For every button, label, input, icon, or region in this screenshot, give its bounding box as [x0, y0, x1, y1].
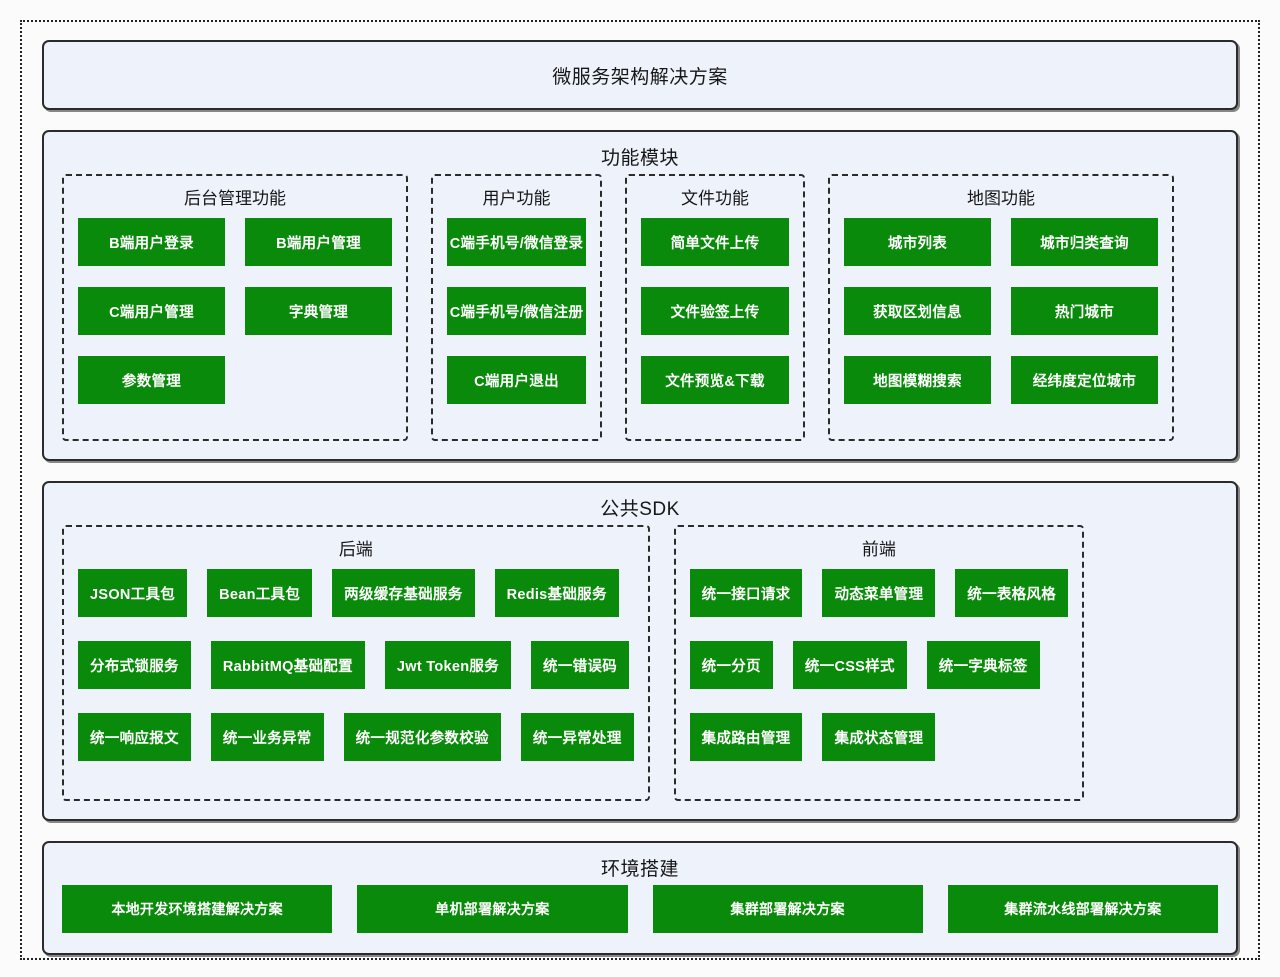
module-box[interactable]: C端用户退出 — [447, 356, 586, 404]
box-row: 城市列表 城市归类查询 — [844, 218, 1158, 266]
module-box[interactable]: 地图模糊搜索 — [844, 356, 991, 404]
box-row: 地图模糊搜索 经纬度定位城市 — [844, 356, 1158, 404]
section-title-functional-modules: 功能模块 — [600, 148, 679, 169]
box-row: C端用户退出 — [447, 356, 586, 404]
box-row: C端手机号/微信注册 — [447, 287, 586, 335]
group-user-functions: 用户功能 C端手机号/微信登录 C端手机号/微信注册 C端用户退出 — [431, 174, 602, 441]
module-box[interactable]: B端用户登录 — [78, 218, 225, 266]
group-title-map: 地图功能 — [967, 189, 1035, 208]
box-row: 文件预览&下载 — [641, 356, 789, 404]
box-row: 统一分页 统一CSS样式 统一字典标签 — [689, 641, 1068, 689]
box-row: B端用户登录 B端用户管理 — [78, 218, 392, 266]
sdk-box[interactable]: 集成路由管理 — [689, 713, 803, 761]
page-title: 微服务架构解决方案 — [552, 66, 728, 88]
section-environment-setup: 环境搭建 本地开发环境搭建解决方案 单机部署解决方案 集群部署解决方案 集群流水… — [42, 841, 1238, 955]
sdk-box[interactable]: 统一业务异常 — [210, 713, 324, 761]
module-box[interactable]: C端用户管理 — [78, 287, 225, 335]
module-box[interactable]: 文件验签上传 — [641, 287, 789, 335]
box-row: 集成路由管理 集成状态管理 — [689, 713, 1068, 761]
module-box[interactable]: 获取区划信息 — [844, 287, 991, 335]
sdk-box[interactable]: RabbitMQ基础配置 — [210, 641, 365, 689]
module-box[interactable]: 简单文件上传 — [641, 218, 789, 266]
section-common-sdk: 公共SDK 后端 JSON工具包 Bean工具包 两级缓存基础服务 Redis基… — [42, 481, 1238, 821]
sdk-box[interactable]: Redis基础服务 — [494, 569, 619, 617]
section-title-common-sdk: 公共SDK — [600, 499, 680, 520]
group-title-file: 文件功能 — [681, 189, 749, 208]
sdk-box[interactable]: 统一错误码 — [531, 641, 630, 689]
box-row: 获取区划信息 热门城市 — [844, 287, 1158, 335]
module-box[interactable]: 城市归类查询 — [1011, 218, 1158, 266]
sdk-box[interactable]: Bean工具包 — [207, 569, 313, 617]
group-file-functions: 文件功能 简单文件上传 文件验签上传 文件预览&下载 — [625, 174, 805, 441]
env-box[interactable]: 单机部署解决方案 — [357, 885, 628, 933]
module-box[interactable]: C端手机号/微信注册 — [447, 287, 586, 335]
box-row: 文件验签上传 — [641, 287, 789, 335]
box-row: JSON工具包 Bean工具包 两级缓存基础服务 Redis基础服务 — [78, 569, 634, 617]
section-functional-modules: 功能模块 后台管理功能 B端用户登录 B端用户管理 C端用户管理 字典管理 参数… — [42, 130, 1238, 461]
architecture-diagram-canvas: 微服务架构解决方案 功能模块 后台管理功能 B端用户登录 B端用户管理 C端用户… — [20, 20, 1260, 960]
module-box[interactable]: 文件预览&下载 — [641, 356, 789, 404]
box-row: 统一响应报文 统一业务异常 统一规范化参数校验 统一异常处理 — [78, 713, 634, 761]
section-title-environment-setup: 环境搭建 — [600, 859, 679, 880]
sdk-box[interactable]: 统一CSS样式 — [792, 641, 907, 689]
sdk-box[interactable]: 统一表格风格 — [955, 569, 1069, 617]
box-row: 参数管理 — [78, 356, 392, 404]
sdk-box[interactable]: 两级缓存基础服务 — [332, 569, 475, 617]
env-box[interactable]: 本地开发环境搭建解决方案 — [62, 885, 333, 933]
group-title-frontend: 前端 — [861, 540, 896, 559]
group-title-backend: 后端 — [338, 540, 373, 559]
sdk-box[interactable]: 统一响应报文 — [78, 713, 191, 761]
box-row: C端用户管理 字典管理 — [78, 287, 392, 335]
sdk-box[interactable]: 统一异常处理 — [520, 713, 634, 761]
module-box[interactable]: B端用户管理 — [245, 218, 392, 266]
group-frontend: 前端 统一接口请求 动态菜单管理 统一表格风格 统一分页 统一CSS样式 统一字… — [673, 525, 1085, 801]
sdk-box[interactable]: 统一字典标签 — [926, 641, 1040, 689]
env-box[interactable]: 集群流水线部署解决方案 — [947, 885, 1218, 933]
module-box[interactable]: 参数管理 — [78, 356, 225, 404]
sdk-box[interactable]: 统一规范化参数校验 — [343, 713, 501, 761]
module-box[interactable]: 城市列表 — [844, 218, 991, 266]
sdk-box[interactable]: 集成状态管理 — [822, 713, 936, 761]
group-backend: 后端 JSON工具包 Bean工具包 两级缓存基础服务 Redis基础服务 分布… — [62, 525, 650, 801]
module-box[interactable]: 字典管理 — [245, 287, 392, 335]
sdk-box[interactable]: 动态菜单管理 — [822, 569, 936, 617]
group-title-admin: 后台管理功能 — [184, 189, 286, 208]
sdk-box[interactable]: 分布式锁服务 — [78, 641, 191, 689]
sdk-box[interactable]: 统一分页 — [689, 641, 773, 689]
sdk-box[interactable]: 统一接口请求 — [689, 569, 803, 617]
group-map-functions: 地图功能 城市列表 城市归类查询 获取区划信息 热门城市 地图模糊搜索 经纬度定… — [828, 174, 1174, 441]
box-row: 分布式锁服务 RabbitMQ基础配置 Jwt Token服务 统一错误码 — [78, 641, 634, 689]
group-admin-functions: 后台管理功能 B端用户登录 B端用户管理 C端用户管理 字典管理 参数管理 — [62, 174, 408, 441]
env-box[interactable]: 集群部署解决方案 — [652, 885, 923, 933]
module-box[interactable]: C端手机号/微信登录 — [447, 218, 586, 266]
module-box[interactable]: 经纬度定位城市 — [1011, 356, 1158, 404]
sdk-box[interactable]: JSON工具包 — [78, 569, 188, 617]
group-title-user: 用户功能 — [482, 189, 551, 208]
sdk-box[interactable]: Jwt Token服务 — [384, 641, 512, 689]
module-box[interactable]: 热门城市 — [1011, 287, 1158, 335]
box-row: C端手机号/微信登录 — [447, 218, 586, 266]
diagram-title-panel: 微服务架构解决方案 — [42, 40, 1238, 110]
box-row: 统一接口请求 动态菜单管理 统一表格风格 — [689, 569, 1069, 617]
box-row: 简单文件上传 — [641, 218, 789, 266]
